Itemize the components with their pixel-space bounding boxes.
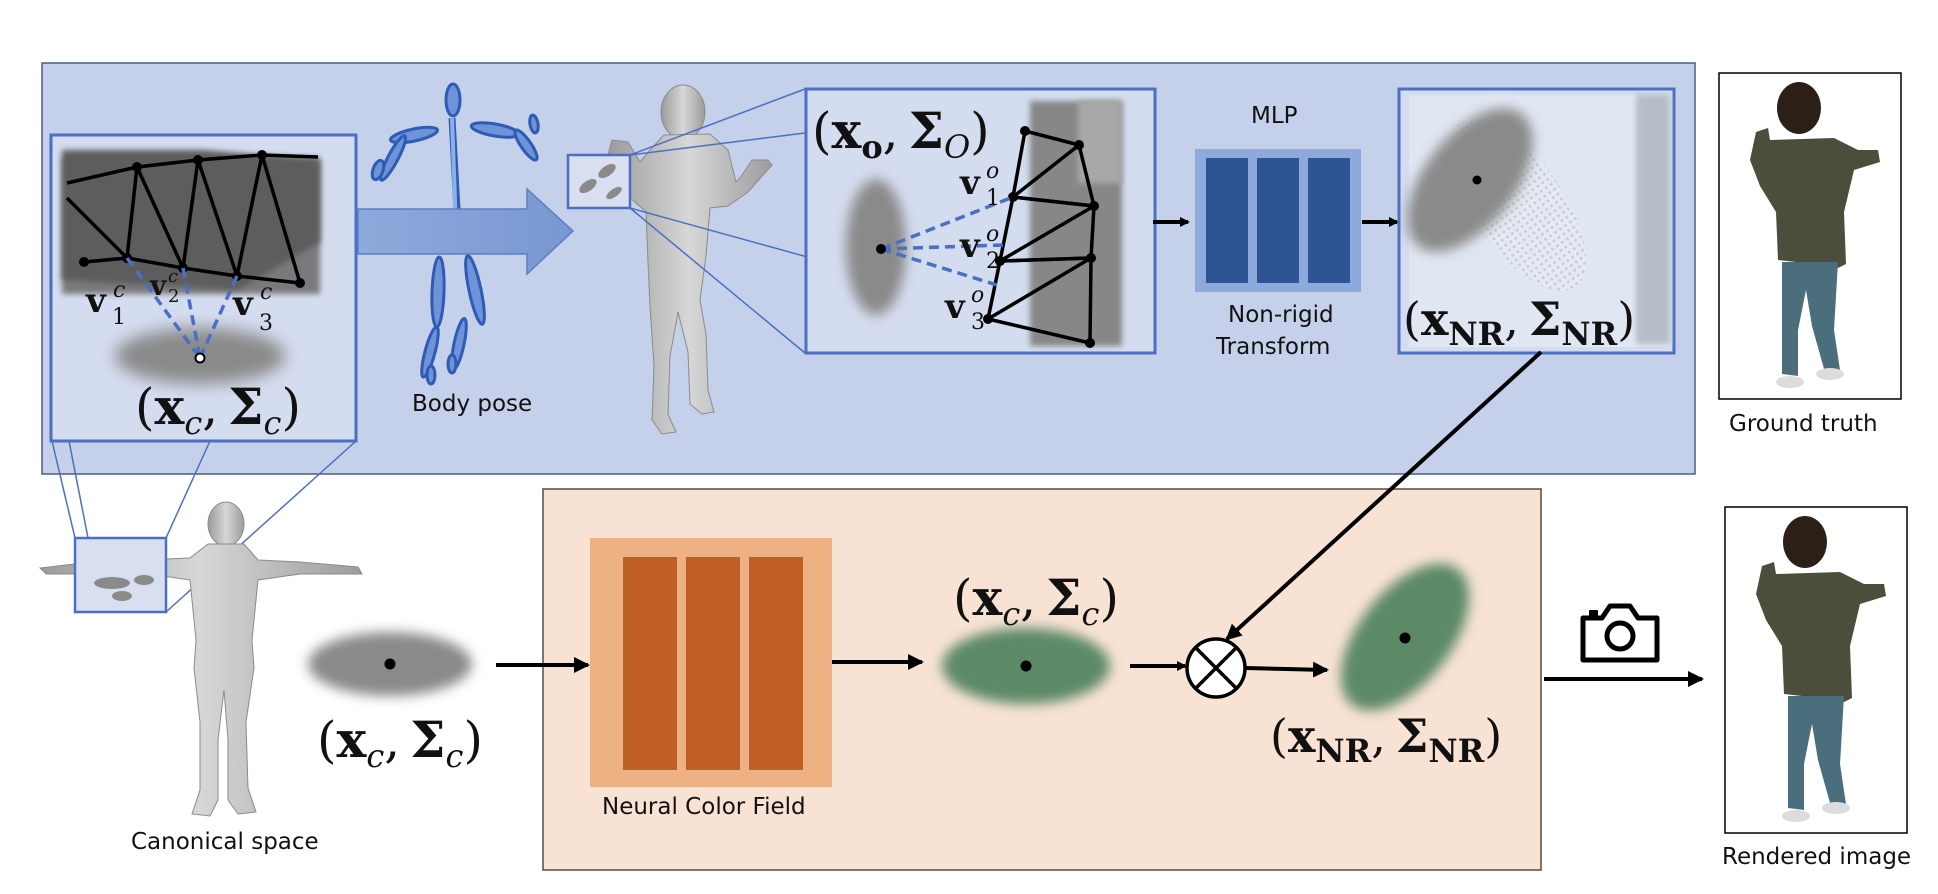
posed-body	[605, 84, 773, 435]
observed-gaussian-formula: (xo,ΣO)	[812, 101, 990, 166]
v2o-sup: o	[986, 222, 999, 247]
arrow-nr-to-multiply	[1225, 350, 1543, 641]
v1o-sub: 1	[986, 186, 1000, 211]
camera-icon	[1580, 603, 1660, 663]
v3c-sub: 3	[259, 311, 273, 336]
canonical-space-label: Canonical space	[131, 829, 319, 855]
v1c-sup: c	[113, 278, 125, 303]
v3c-sup: c	[260, 280, 272, 305]
nonrigid-zoom-box: (xNR,ΣNR)	[1397, 87, 1676, 355]
deformed-gaussian-formula: (xNR,ΣNR)	[1270, 709, 1502, 770]
rendered-image-label: Rendered image	[1722, 844, 1911, 870]
canonical-gaussian-formula-bottom: (xc,Σc)	[317, 710, 483, 775]
v3o-sub: 3	[971, 310, 985, 335]
rendered-image	[1724, 506, 1908, 834]
canonical-gaussian-formula-top: (xc,Σc)	[135, 377, 301, 442]
body-pose-label: Body pose	[412, 391, 532, 417]
v2c-label: v	[149, 269, 167, 302]
ground-truth-image	[1718, 72, 1902, 400]
nr-gaussian-formula-top: (xNR,ΣNR)	[1403, 292, 1635, 353]
v1c-sub: 1	[112, 305, 126, 330]
v3o-label: v	[944, 287, 966, 327]
v3c-label: v	[232, 284, 254, 324]
mlp-label: MLP	[1251, 103, 1298, 129]
person-figure-gt	[1750, 82, 1880, 388]
multiply-circle-icon	[1185, 637, 1247, 699]
canonical-highlight-box	[73, 536, 168, 614]
v2c-sub: 2	[168, 286, 179, 307]
non-rigid-label-1: Non-rigid	[1228, 302, 1334, 328]
arrow-to-deformed-gaussian	[1245, 661, 1329, 678]
v1c-label: v	[85, 281, 107, 321]
observed-gaussian	[846, 179, 906, 315]
neural-color-field-label: Neural Color Field	[602, 794, 806, 820]
posed-body-highlight-box	[566, 153, 632, 210]
v3o-sup: o	[971, 283, 984, 308]
arrow-icon	[357, 187, 575, 276]
person-figure-rendered	[1756, 516, 1886, 822]
colored-gaussian-formula: (xc,Σc)	[953, 568, 1119, 633]
neural-color-field-block: Neural Color Field	[590, 538, 832, 820]
v2c-sup: c	[168, 266, 178, 287]
non-rigid-label-2: Transform	[1215, 334, 1330, 360]
canonical-zoom-box: v 1 c v 2 c v 3 c (xc,Σc)	[49, 133, 358, 443]
ground-truth-label: Ground truth	[1729, 411, 1878, 437]
posed-zoom-box: (xo,ΣO) v 1 o v 2 o v 3 o	[804, 87, 1157, 355]
v2o-sub: 2	[986, 249, 1000, 274]
mlp-block: MLP Non-rigid Transform	[1195, 103, 1361, 360]
v1o-label: v	[959, 163, 981, 203]
v2o-label: v	[959, 226, 981, 266]
v1o-sup: o	[986, 159, 999, 184]
